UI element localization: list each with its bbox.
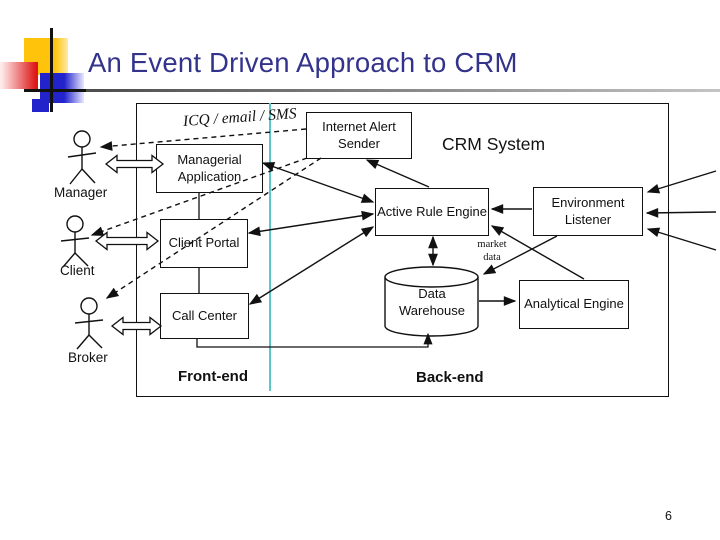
active-rule-engine-box: Active Rule Engine <box>375 188 489 236</box>
market-data-annotation: market data <box>477 239 507 263</box>
title-underline <box>75 89 720 92</box>
front-end-region-label: Front-end <box>178 368 248 385</box>
logo-red-square <box>0 62 38 89</box>
slide-page-number: 6 <box>665 509 672 523</box>
crm-system-label: CRM System <box>442 134 546 154</box>
page-title: An Event Driven Approach to CRM <box>88 47 518 78</box>
call-center-box: Call Center <box>160 293 249 339</box>
logo-horizontal-line <box>24 89 86 92</box>
broker-actor-icon <box>74 297 104 350</box>
broker-actor-label: Broker <box>68 350 108 365</box>
logo-blue-square <box>40 73 84 103</box>
internet-alert-sender-box: Internet Alert Sender <box>306 112 412 159</box>
logo-blue-tab <box>32 99 49 112</box>
logo-vertical-line <box>50 28 53 112</box>
environment-listener-box: Environment Listener <box>533 187 643 236</box>
frontend-backend-divider <box>269 103 271 391</box>
client-actor-icon <box>60 215 90 268</box>
manager-actor-icon <box>67 130 97 185</box>
client-portal-box: Client Portal <box>160 219 248 268</box>
managerial-application-box: Managerial Application <box>156 144 263 193</box>
client-actor-label: Client <box>60 263 95 278</box>
back-end-region-label: Back-end <box>416 369 484 386</box>
analytical-engine-box: Analytical Engine <box>519 280 629 329</box>
data-warehouse-label: Data Warehouse <box>399 286 465 318</box>
manager-actor-label: Manager <box>54 185 108 200</box>
